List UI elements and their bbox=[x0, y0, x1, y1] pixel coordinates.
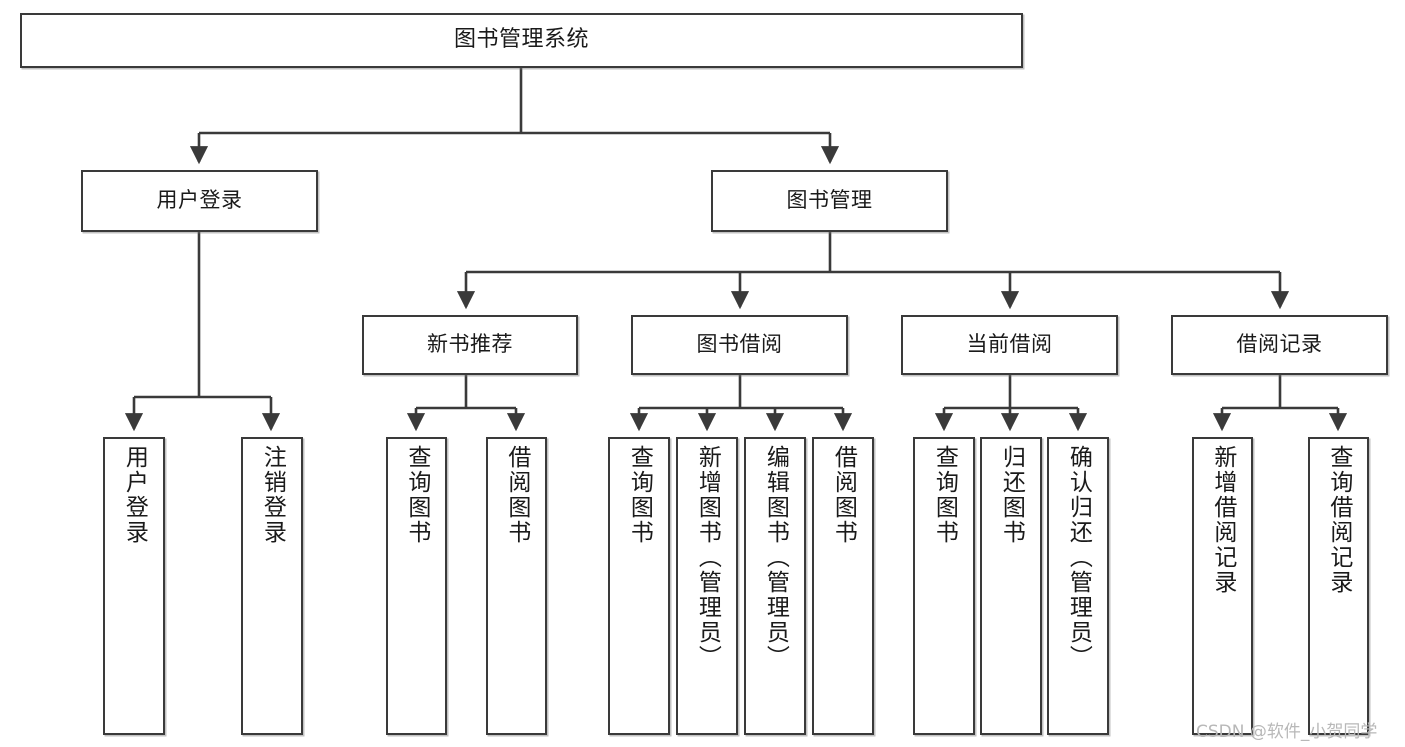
node-root[interactable]: 图书管理系统 bbox=[20, 13, 1023, 68]
node-leaf-user-login-label: 用户登录 bbox=[121, 445, 148, 545]
node-leaf-borrow-book-1-label: 借阅图书 bbox=[503, 445, 530, 545]
edge-group-new-book-rec bbox=[406, 375, 526, 432]
node-borrow-record[interactable]: 借阅记录 bbox=[1171, 315, 1388, 375]
node-leaf-edit-book-label: 编辑图书（管理员） bbox=[762, 445, 789, 670]
node-leaf-query-book-2[interactable]: 查询图书 bbox=[608, 437, 670, 735]
node-book-manage[interactable]: 图书管理 bbox=[711, 170, 948, 232]
node-leaf-add-book-label: 新增图书（管理员） bbox=[694, 445, 721, 670]
node-leaf-confirm-return-label: 确认归还（管理员） bbox=[1065, 445, 1092, 670]
node-new-book-recommend[interactable]: 新书推荐 bbox=[362, 315, 578, 375]
edge-group-root bbox=[189, 68, 840, 165]
node-current-borrow[interactable]: 当前借阅 bbox=[901, 315, 1118, 375]
node-book-borrow-label: 图书借阅 bbox=[696, 332, 783, 357]
node-leaf-query-book-1-label: 查询图书 bbox=[403, 445, 430, 545]
node-borrow-record-label: 借阅记录 bbox=[1236, 332, 1323, 357]
edge-group-current-borrow bbox=[934, 375, 1088, 432]
node-leaf-borrow-book-2[interactable]: 借阅图书 bbox=[812, 437, 874, 735]
node-user-login[interactable]: 用户登录 bbox=[81, 170, 318, 232]
node-leaf-user-login[interactable]: 用户登录 bbox=[103, 437, 165, 735]
node-current-borrow-label: 当前借阅 bbox=[966, 332, 1053, 357]
node-leaf-edit-book[interactable]: 编辑图书（管理员） bbox=[744, 437, 806, 735]
node-leaf-user-logout[interactable]: 注销登录 bbox=[241, 437, 303, 735]
node-leaf-query-book-1[interactable]: 查询图书 bbox=[386, 437, 447, 735]
node-leaf-query-record-label: 查询借阅记录 bbox=[1325, 445, 1352, 595]
edge-group-user-login bbox=[124, 232, 281, 432]
node-new-book-recommend-label: 新书推荐 bbox=[427, 332, 513, 357]
node-leaf-query-book-3-label: 查询图书 bbox=[931, 445, 958, 545]
node-leaf-user-logout-label: 注销登录 bbox=[259, 445, 286, 545]
node-leaf-borrow-book-2-label: 借阅图书 bbox=[830, 445, 857, 545]
node-leaf-add-record-label: 新增借阅记录 bbox=[1209, 445, 1236, 595]
node-book-borrow[interactable]: 图书借阅 bbox=[631, 315, 848, 375]
node-leaf-query-book-2-label: 查询图书 bbox=[626, 445, 653, 545]
node-leaf-return-book-label: 归还图书 bbox=[998, 445, 1025, 545]
node-leaf-query-record[interactable]: 查询借阅记录 bbox=[1308, 437, 1369, 735]
node-leaf-return-book[interactable]: 归还图书 bbox=[980, 437, 1042, 735]
edge-group-book-borrow bbox=[629, 375, 853, 432]
edge-group-borrow-record bbox=[1212, 375, 1348, 432]
node-user-login-label: 用户登录 bbox=[156, 188, 243, 213]
node-book-manage-label: 图书管理 bbox=[786, 188, 873, 213]
node-leaf-query-book-3[interactable]: 查询图书 bbox=[913, 437, 975, 735]
edge-group-book-manage bbox=[456, 232, 1290, 310]
node-leaf-borrow-book-1[interactable]: 借阅图书 bbox=[486, 437, 547, 735]
node-leaf-confirm-return[interactable]: 确认归还（管理员） bbox=[1047, 437, 1109, 735]
node-root-label: 图书管理系统 bbox=[453, 27, 589, 53]
node-leaf-add-record[interactable]: 新增借阅记录 bbox=[1192, 437, 1253, 735]
node-leaf-add-book[interactable]: 新增图书（管理员） bbox=[676, 437, 738, 735]
